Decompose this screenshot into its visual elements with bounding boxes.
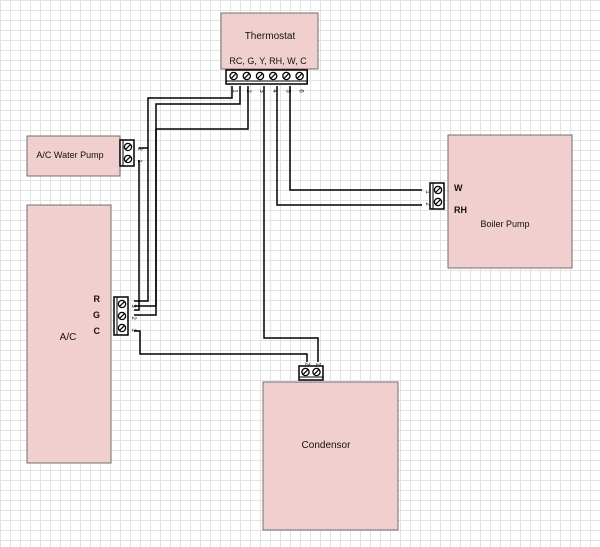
- thermostat-terminal-pin-5: 5: [284, 89, 290, 93]
- ac-water-pump-title: A/C Water Pump: [36, 150, 103, 160]
- thermostat-terminal-pin-3: 3: [258, 89, 264, 93]
- ac-terminal-screw-1-slot: [119, 325, 125, 331]
- ac-terminal-c: C: [94, 326, 101, 336]
- thermostat-terminal-screw-1-slot: [230, 73, 237, 79]
- condensor-terminal-screw-1-slot: [313, 369, 320, 375]
- boiler-terminal-pin-1: 1: [424, 190, 430, 194]
- boiler-terminal-screw-1-slot: [435, 187, 441, 193]
- ac-water-pump-box[interactable]: [26, 135, 121, 177]
- boiler-pump-title: Boiler Pump: [480, 219, 529, 229]
- wire-thermostat-6-to-boiler-w2: [289, 86, 422, 191]
- water-pump-terminal-screw-2-slot: [125, 144, 131, 150]
- wires: [134, 86, 422, 362]
- condensor-terminal-pin-1: 1: [315, 362, 321, 366]
- wire-thermostat-2-to-ac-g: [134, 86, 241, 307]
- boiler-terminal-pin-2: 2: [424, 202, 430, 206]
- thermostat-terminal-pin-4: 4: [271, 89, 277, 93]
- ac-title: A/C: [60, 332, 77, 343]
- boiler-terminal-screw-2-slot: [435, 199, 441, 205]
- thermostat-terminal-body: [225, 69, 308, 85]
- ac-terminal-pin-1: 1: [130, 328, 136, 332]
- thermostat-terminal-pin-1: 1: [232, 89, 238, 93]
- thermostat-terminal-strip: 1 2 3 4 5 6: [225, 69, 308, 93]
- thermostat-terminal-screw-5-slot: [283, 73, 290, 79]
- thermostat-terminal-screw-3-slot: [257, 73, 263, 79]
- ac-terminal-strip: 3 2 1: [113, 296, 136, 336]
- wire-thermostat-1-to-ac-r: [134, 86, 233, 302]
- boiler-terminal-strip: 12: [424, 182, 445, 210]
- thermostat-terminal-pin-6: 6: [298, 89, 304, 93]
- thermostat-terminals-label: RC, G, Y, RH, W, C: [229, 56, 307, 66]
- water-pump-terminal-strip: 21: [119, 139, 142, 167]
- thermostat-terminal-pin-2: 2: [245, 89, 251, 93]
- ac-terminal-screw-3-slot: [119, 301, 125, 307]
- wire-thermostat-3-to-water-pump: [134, 86, 249, 316]
- boiler-terminal-rh: RH: [454, 205, 467, 215]
- water-pump-terminal-screw-1-slot: [125, 156, 131, 162]
- thermostat-title: Thermostat: [245, 31, 296, 42]
- water-pump-terminal-pin-2: 2: [136, 147, 142, 151]
- ac-terminal-pin-2: 2: [130, 316, 136, 320]
- thermostat-box[interactable]: [220, 12, 319, 70]
- wire-water-pump-1: [134, 160, 140, 311]
- ac-terminal-pin-3: 3: [130, 304, 136, 308]
- thermostat-terminal-screw-4-slot: [270, 73, 276, 79]
- condensor-box[interactable]: [262, 381, 399, 531]
- ac-terminal-screw-2-slot: [119, 313, 125, 319]
- condensor-terminal-pin-2: 2: [304, 362, 310, 366]
- ac-terminal-r: R: [94, 294, 101, 304]
- boiler-pump-box[interactable]: [447, 134, 573, 269]
- boiler-terminal-w: W: [454, 183, 463, 193]
- condensor-terminal-screw-2-slot: [302, 369, 309, 375]
- thermostat-terminal-screw-6-slot: [296, 73, 303, 79]
- condensor-title: Condensor: [302, 440, 352, 451]
- thermostat-terminal-screw-2-slot: [244, 73, 250, 79]
- wire-ac-c-to-condensor: [134, 330, 308, 362]
- water-pump-terminal-pin-1: 1: [136, 159, 142, 163]
- wire-thermostat-4-to-boiler-rh: [263, 86, 319, 362]
- ac-terminal-g: G: [93, 310, 100, 320]
- ac-box[interactable]: [26, 204, 112, 464]
- wire-thermostat-5-to-boiler-w: [276, 86, 422, 206]
